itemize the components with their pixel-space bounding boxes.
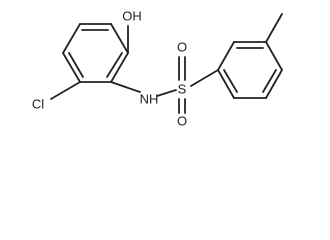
- bond-c-n: [110, 81, 141, 93]
- bond-c-cl: [50, 81, 81, 100]
- ring-b-bond-1: [217, 41, 235, 71]
- atom-label-amine: NH: [140, 92, 159, 107]
- atom-label-sulfur: S: [178, 82, 187, 97]
- ring-a-bond-5: [62, 52, 81, 83]
- ring-a-double-inner-2: [106, 52, 123, 78]
- atom-label-hydroxyl: OH: [122, 9, 142, 24]
- chemical-structure-diagram: OH Cl NH S O O: [32, 9, 283, 129]
- ring-a-bond-2: [110, 23, 129, 54]
- atom-label-chlorine: Cl: [32, 97, 44, 112]
- ring-b-double-inner-3: [223, 69, 238, 93]
- ring-a-double-inner-3: [68, 52, 84, 78]
- chlorophenol-ring: [62, 23, 129, 83]
- bond-methyl: [265, 13, 283, 43]
- ring-b-double-inner-2: [262, 69, 277, 93]
- ring-a-bond-3: [110, 52, 129, 83]
- toluene-ring: [217, 41, 283, 99]
- atom-label-oxygen-bottom: O: [177, 114, 187, 129]
- ring-b-bond-6: [217, 69, 235, 99]
- ring-b-bond-4: [265, 69, 283, 99]
- bond-n-s: [156, 89, 177, 97]
- atom-label-oxygen-top: O: [177, 40, 187, 55]
- ring-b-bond-3: [265, 41, 283, 71]
- ring-a-bond-6: [62, 23, 81, 54]
- bond-s-c: [190, 69, 219, 87]
